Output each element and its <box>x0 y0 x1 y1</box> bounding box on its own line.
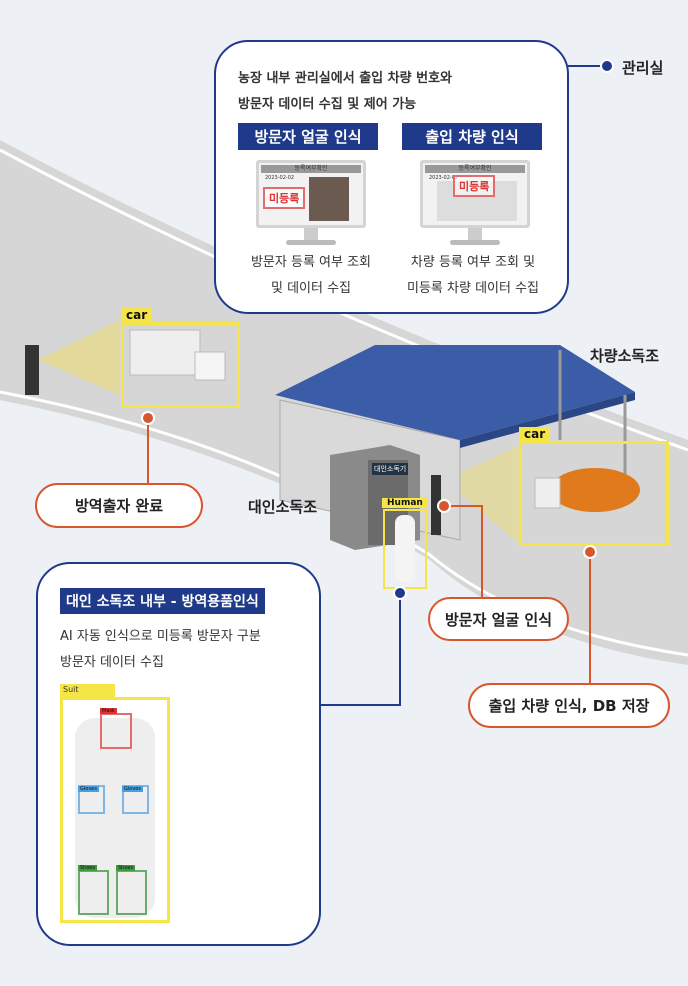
face-caption-line1: 방문자 등록 여부 조회 <box>250 255 372 270</box>
mask-detection-box: Mask <box>100 708 132 749</box>
ppe-recognition-card: 대인 소독조 내부 - 방역용품인식 AI 자동 인식으로 미등록 방문자 구분… <box>36 562 321 946</box>
suit-label: Suit <box>60 684 115 698</box>
shoe-detection-box: Shoes <box>78 865 109 915</box>
ppe-header: 대인 소독조 내부 - 방역용품인식 <box>60 588 265 614</box>
visitor-face-photo <box>309 177 349 221</box>
ppe-desc-line1: AI 자동 인식으로 미등록 방문자 구분 <box>60 629 261 644</box>
control-room-card: 농장 내부 관리실에서 출입 차량 번호와 방문자 데이터 수집 및 제어 가능… <box>214 40 569 314</box>
vehicle-caption-line2: 미등록 차량 데이터 수집 <box>407 281 539 296</box>
ppe-desc-line2: 방문자 데이터 수집 <box>60 655 164 670</box>
quarantine-complete-pill: 방역출자 완료 <box>35 483 203 528</box>
vehicle-caption-line1: 차량 등록 여부 조회 및 <box>410 255 536 270</box>
vehicle-db-pill: 출입 차량 인식, DB 저장 <box>468 683 670 728</box>
marker-dot <box>393 586 407 600</box>
glove-detection-box: Gloves <box>78 785 105 814</box>
screen-date: 2023-02-02 <box>265 175 295 181</box>
marker-dot <box>141 411 155 425</box>
vehicle-recognition-header: 출입 차량 인식 <box>402 123 542 150</box>
camera-kiosk <box>431 475 441 535</box>
detection-label: Shoes <box>116 865 136 871</box>
detection-label: Mask <box>100 708 117 714</box>
face-recognition-pill: 방문자 얼굴 인식 <box>428 597 569 641</box>
vehicle-monitor: 등록여부확인 2023-02-02 미등록 <box>420 160 530 250</box>
detection-label: Shoes <box>78 865 98 871</box>
control-desc-line2: 방문자 데이터 수집 및 제어 가능 <box>238 97 417 112</box>
human-detection-box: Human <box>382 498 428 589</box>
shoe-detection-box: Shoes <box>116 865 147 915</box>
car-detection-box: car <box>121 308 240 408</box>
unregistered-badge: 미등록 <box>263 187 306 209</box>
detection-label: Human <box>382 498 428 508</box>
detection-label: Gloves <box>78 786 99 792</box>
suit-detection-box: Mask Gloves Gloves Shoes Shoes <box>60 697 170 923</box>
control-room-label: 관리실 <box>622 59 664 77</box>
detection-label: Gloves <box>122 786 143 792</box>
person-in-suit <box>395 515 415 583</box>
face-recognition-header: 방문자 얼굴 인식 <box>238 123 378 150</box>
screen-title: 등록여부확인 <box>261 165 361 173</box>
shed-roof <box>275 345 635 440</box>
scan-beam <box>38 320 120 395</box>
face-monitor: 등록여부확인 2023-02-02 미등록 <box>256 160 366 250</box>
glove-detection-box: Gloves <box>122 785 149 814</box>
detection-label: car <box>519 427 551 441</box>
booth-sign: 대인소독기 <box>372 463 409 475</box>
camera-kiosk <box>25 345 39 395</box>
face-caption-line2: 및 데이터 수집 <box>270 281 352 296</box>
truck-illustration <box>129 329 201 376</box>
screen-title: 등록여부확인 <box>425 165 525 173</box>
detection-label: car <box>121 308 153 322</box>
screen-date: 2023-02-02 <box>429 175 459 181</box>
control-desc-line1: 농장 내부 관리실에서 출입 차량 번호와 <box>238 71 452 86</box>
marker-dot <box>437 499 451 513</box>
unregistered-badge: 미등록 <box>453 175 496 197</box>
car-detection-box: car <box>519 427 669 546</box>
vehicle-disinfection-label: 차량소독조 <box>590 347 660 365</box>
person-disinfection-label: 대인소독조 <box>248 498 318 516</box>
ppe-suit-figure <box>75 718 155 918</box>
control-room-marker <box>600 59 614 73</box>
tanker-illustration <box>550 468 640 512</box>
marker-dot <box>583 545 597 559</box>
